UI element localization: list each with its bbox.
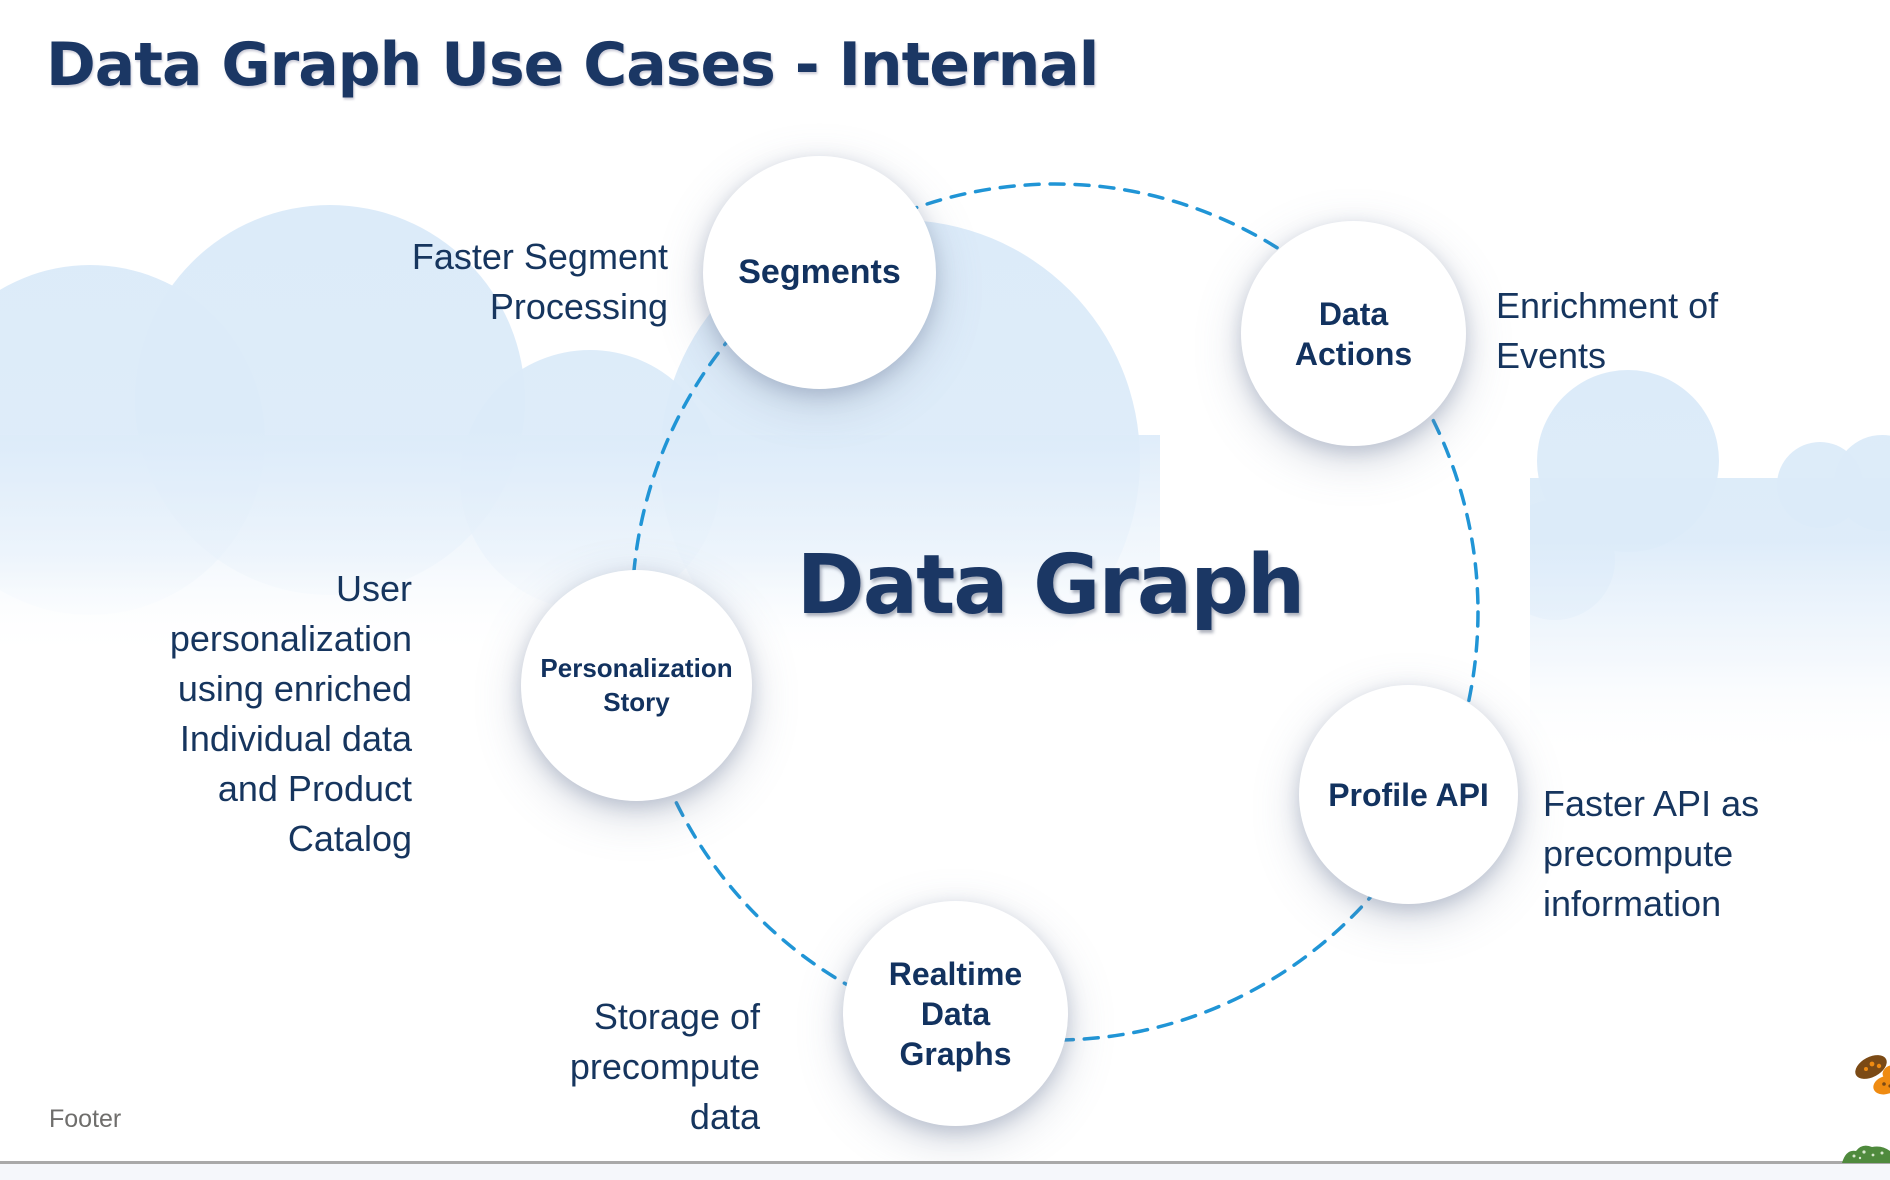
bush-icon [1842, 1145, 1890, 1163]
annotation-profile-api: Faster API as precompute information [1543, 783, 1760, 924]
node-profile-api: Profile API [1299, 685, 1518, 904]
node-segments: Segments [703, 156, 936, 389]
node-realtime-data-graphs: Realtime Data Graphs [843, 901, 1068, 1126]
annotation-personalization-story: User personalization using enriched Indi… [169, 568, 412, 859]
node-segments-label: Segments [738, 253, 901, 292]
annotation-realtime-data-graphs: Storage of precompute data [569, 996, 760, 1137]
node-data-actions-label: Data Actions [1294, 295, 1413, 372]
node-profile-api-label: Profile API [1328, 776, 1489, 813]
annotation-segments: Faster Segment Processing [411, 236, 668, 327]
butterfly-icon [1855, 1055, 1890, 1095]
node-realtime-data-graphs-label: Realtime Data Graphs [888, 955, 1023, 1072]
annotation-data-actions: Enrichment of Events [1496, 285, 1719, 376]
cloud-right-illustration [1530, 370, 1890, 760]
diagram-center-label: Data Graph [796, 538, 1306, 633]
node-data-actions: Data Actions [1241, 221, 1466, 446]
slide-bottom-edge [0, 1161, 1890, 1164]
slide-footer-text: Footer [49, 1105, 122, 1133]
app-area-below-slide [0, 1164, 1890, 1180]
slide-title: Data Graph Use Cases - Internal [46, 30, 1099, 100]
node-personalization-story-label: Personalization Story [540, 652, 733, 717]
node-personalization-story: Personalization Story [521, 570, 752, 801]
